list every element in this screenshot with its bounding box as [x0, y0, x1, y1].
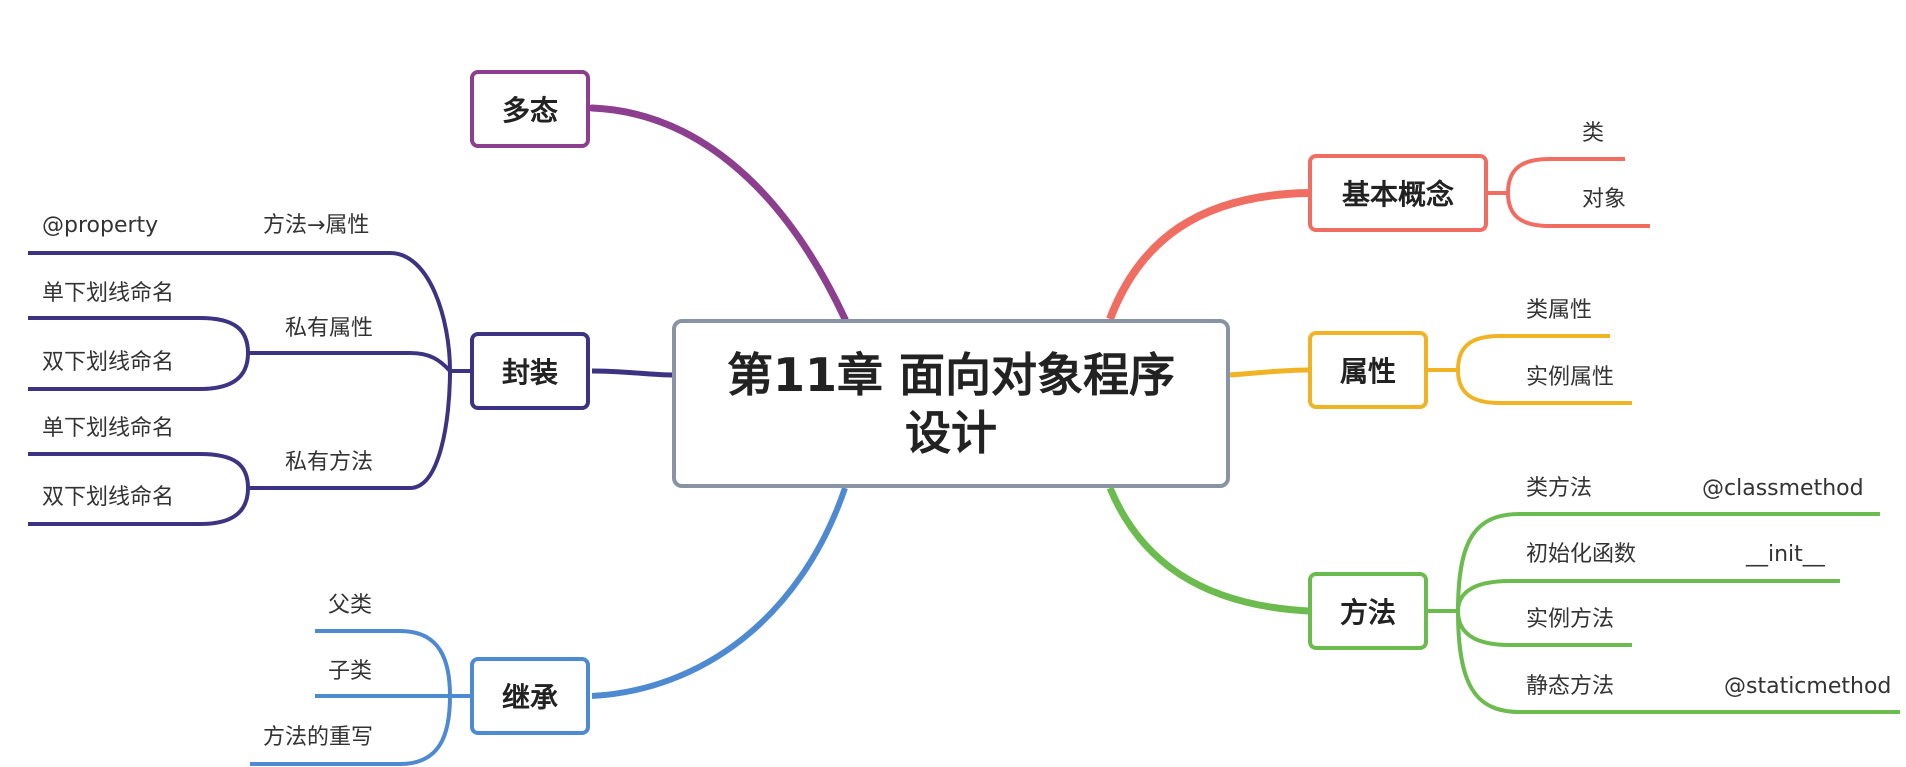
subtopic-instance-method[interactable]: 实例方法 [1526, 607, 1615, 632]
subtopic-instance-attr[interactable]: 实例属性 [1526, 365, 1615, 390]
subtopic-class-method[interactable]: 类方法 [1526, 476, 1593, 501]
subtopic-staticmethod-decorator[interactable]: @staticmethod [1724, 674, 1892, 699]
subtopic-property-decorator[interactable]: @property [42, 213, 159, 238]
subtopic-private-attr[interactable]: 私有属性 [285, 316, 374, 341]
edge-root-duotai [588, 104, 849, 323]
subtopic-init-name[interactable]: __init__ [1746, 542, 1825, 567]
subtopic-class-attr[interactable]: 类属性 [1526, 298, 1593, 323]
edge-root-shuxing [1229, 367, 1309, 378]
subtopic-private-method[interactable]: 私有方法 [285, 450, 374, 475]
subtopic-private-attr-single[interactable]: 单下划线命名 [42, 281, 175, 306]
subtopic-property-method[interactable]: 方法→属性 [263, 213, 370, 238]
edge-root-jiben [1106, 189, 1309, 321]
subtopic-init-function[interactable]: 初始化函数 [1526, 542, 1637, 567]
subtopic-object[interactable]: 对象 [1582, 187, 1627, 212]
topic-jiben[interactable]: 基本概念 [1308, 154, 1488, 232]
edge-root-fangfa [1106, 486, 1309, 615]
subtopic-parent-class[interactable]: 父类 [328, 593, 373, 618]
subtopic-private-attr-double[interactable]: 双下划线命名 [42, 350, 175, 375]
topic-shuxing[interactable]: 属性 [1308, 331, 1428, 409]
edge-root-fengzhuang [591, 368, 673, 378]
subtopic-private-method-single[interactable]: 单下划线命名 [42, 416, 175, 441]
subtopic-static-method[interactable]: 静态方法 [1526, 674, 1615, 699]
topic-fangfa-label: 方法 [1339, 596, 1396, 629]
subtopic-class[interactable]: 类 [1582, 121, 1605, 146]
topic-jicheng-label: 继承 [501, 681, 558, 714]
topic-fengzhuang-label: 封装 [501, 356, 558, 389]
subtopic-method-override[interactable]: 方法的重写 [263, 725, 374, 750]
topic-shuxing-label: 属性 [1339, 355, 1396, 388]
topic-jicheng[interactable]: 继承 [470, 657, 590, 735]
subtopic-child-class[interactable]: 子类 [328, 659, 373, 684]
jicheng-subtree [250, 629, 470, 766]
central-topic-label: 第11章 面向对象程序设计 [726, 347, 1176, 460]
shuxing-subtree [1428, 334, 1632, 405]
central-topic[interactable]: 第11章 面向对象程序设计 [672, 319, 1230, 488]
subtopic-classmethod-decorator[interactable]: @classmethod [1702, 476, 1864, 501]
topic-duotai-label: 多态 [501, 94, 558, 127]
topic-jiben-label: 基本概念 [1341, 178, 1454, 211]
jiben-subtree [1488, 157, 1650, 228]
fengzhuang-subtree [28, 251, 470, 526]
topic-fengzhuang[interactable]: 封装 [470, 332, 590, 410]
fangfa-subtree [1428, 512, 1900, 714]
edge-root-jicheng [591, 487, 848, 699]
topic-duotai[interactable]: 多态 [470, 70, 590, 148]
subtopic-private-method-double[interactable]: 双下划线命名 [42, 485, 175, 510]
topic-fangfa[interactable]: 方法 [1308, 572, 1428, 650]
